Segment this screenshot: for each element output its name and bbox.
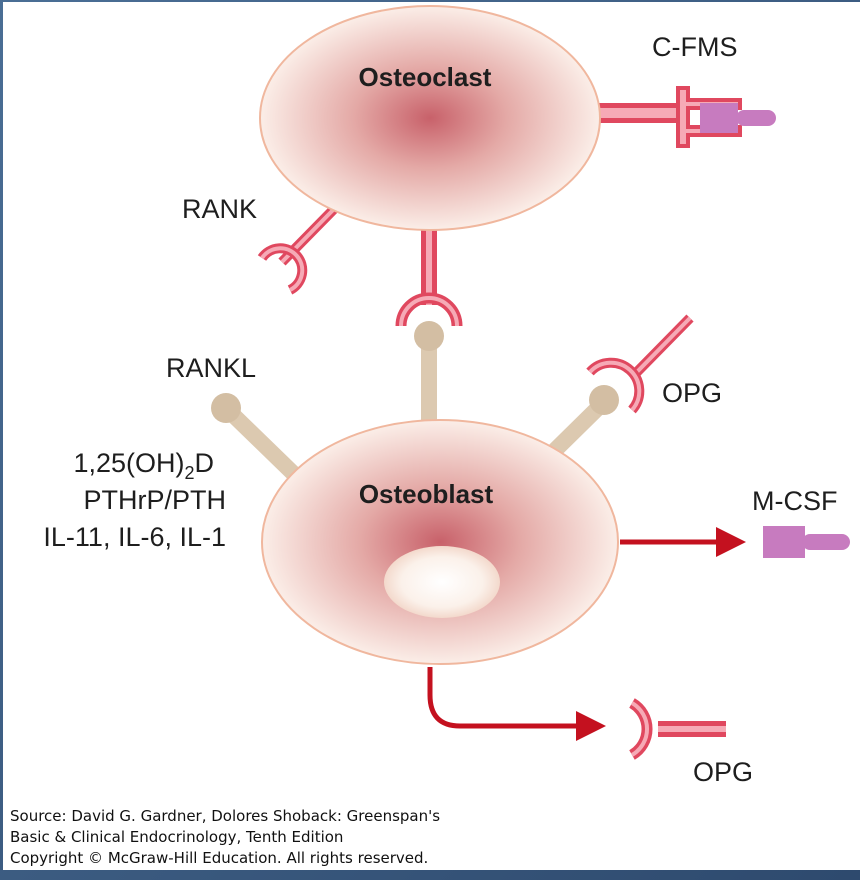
citation-line-2: Basic & Clinical Endocrinology, Tenth Ed… bbox=[10, 828, 344, 846]
rank-receptor-bound bbox=[395, 225, 463, 327]
rankl-ligand-left bbox=[211, 393, 304, 484]
factor-pthrp-pth: PTHrP/PTH bbox=[83, 485, 226, 515]
rank-label: RANK bbox=[182, 194, 257, 224]
osteoblast-label: Osteoblast bbox=[359, 479, 494, 509]
opg-decoy-bound bbox=[586, 314, 694, 414]
mcsf-ligand bbox=[763, 526, 850, 558]
rankl-label: RANKL bbox=[166, 353, 256, 383]
opg-secretion-arrow bbox=[427, 667, 606, 741]
opg-label-secreted: OPG bbox=[693, 757, 753, 787]
opg-label-bound: OPG bbox=[662, 378, 722, 408]
rank-receptor bbox=[257, 204, 339, 295]
mcsf-label: M-CSF bbox=[752, 486, 837, 516]
cfms-ligand bbox=[700, 103, 776, 133]
rankl-ligand-center bbox=[414, 321, 444, 436]
factor-vitamin-d: 1,25(OH)2D bbox=[73, 448, 214, 483]
opg-secreted bbox=[628, 698, 726, 760]
factor-interleukins: IL-11, IL-6, IL-1 bbox=[43, 522, 226, 552]
citation-line-3: Copyright © McGraw-Hill Education. All r… bbox=[10, 849, 429, 867]
osteoblast-cell bbox=[261, 419, 619, 665]
osteoclast-label: Osteoclast bbox=[359, 62, 492, 92]
osteoblast-nucleus bbox=[384, 546, 500, 618]
source-citation: Source: David G. Gardner, Dolores Shobac… bbox=[10, 806, 440, 869]
cfms-label: C-FMS bbox=[652, 32, 737, 62]
citation-line-1: Source: David G. Gardner, Dolores Shobac… bbox=[10, 807, 441, 825]
osteoclast-cell bbox=[259, 5, 601, 231]
